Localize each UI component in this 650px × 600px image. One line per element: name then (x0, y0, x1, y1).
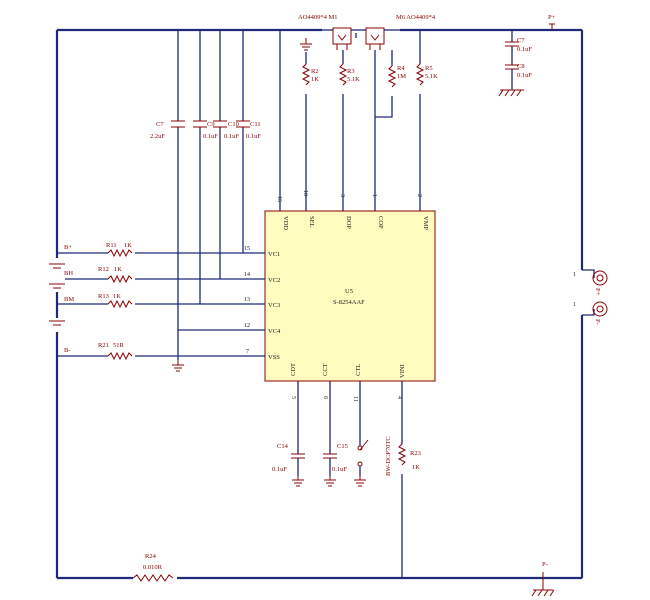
port-pos-label: P+ (594, 288, 601, 296)
ic-body (264, 210, 436, 382)
battery-stack (49, 248, 243, 361)
m1-label: AO4409*4 M1 (298, 14, 338, 21)
pin-num-1: 1 (371, 194, 377, 197)
c15-value: 0.1uF (332, 466, 347, 473)
pin-vdd: VDD (282, 216, 289, 230)
c11-label: C11 (250, 121, 261, 128)
pin-num-4: 4 (396, 396, 402, 399)
p-minus-ground (531, 572, 555, 597)
pin-num-11: 11 (352, 396, 358, 402)
c7-top-value: 0.1uF (517, 46, 532, 53)
pin-vc4: VC4 (268, 328, 281, 335)
pin-num-10: 10 (302, 190, 308, 196)
ground-symbol (300, 38, 312, 51)
pin-num-12: 12 (244, 323, 250, 329)
pin-num-5: 5 (290, 396, 296, 399)
pin-num-2: 2 (416, 194, 422, 197)
p-plus-top-label: P+ (548, 14, 556, 21)
port-pin-1b: 1 (573, 302, 576, 308)
mosfet-pair (322, 26, 400, 50)
bh-label: BH (64, 270, 73, 277)
pin-sel: SEL (308, 216, 315, 228)
r3-value: 5.1K (347, 76, 360, 83)
c14-value: 0.1uF (272, 466, 287, 473)
r3-label: R3 (347, 68, 355, 75)
ic-part: S-8254AAF (333, 299, 365, 306)
pin-vini: VINI (399, 364, 406, 378)
pin-ctl: CTL (355, 364, 362, 376)
pin-cct: CCT (322, 363, 329, 376)
r12-value: 1K (114, 266, 122, 273)
r2-value: 1K (311, 76, 319, 83)
pin-num-13: 13 (244, 297, 250, 303)
c8-value: 0.1uF (517, 72, 532, 79)
r5-value: 5.1K (425, 73, 438, 80)
port-pin-1a: 1 (573, 272, 576, 278)
c11-value: 0.1uF (246, 133, 261, 140)
pin-num-3: 3 (339, 194, 345, 197)
r21-label: R21 (98, 342, 109, 349)
ic-left-pins (178, 252, 265, 357)
p-plus-top-marker (549, 23, 555, 30)
output-ports (582, 269, 608, 317)
pin-vc3: VC3 (268, 302, 280, 309)
c10-value: 0.1uF (224, 133, 239, 140)
left-caps (171, 30, 250, 372)
pin-vc1: VC1 (268, 251, 280, 258)
c9-value: 0.1uF (203, 133, 218, 140)
pin-dop: DOP (345, 216, 352, 229)
r5-label: R5 (425, 65, 433, 72)
switch-label: BW-DCP70TC (385, 436, 392, 476)
bminus-label: B- (64, 347, 71, 354)
pin-num-16: 16 (276, 196, 282, 202)
pin-vc2: VC2 (268, 277, 280, 284)
pin-vss: VSS (268, 354, 280, 361)
pin-cdt: CDT (290, 363, 297, 376)
c8-label: C8 (517, 63, 525, 70)
r13-value: 1K (113, 293, 121, 300)
pin-num-6: 6 (322, 396, 328, 399)
r12-label: R12 (98, 266, 109, 273)
top-resistors (279, 30, 425, 211)
p-minus-label: P- (542, 561, 548, 568)
port-neg-label: P- (594, 319, 601, 325)
r24-value: 0.010R (143, 564, 163, 571)
r24-label: R24 (145, 553, 157, 560)
r11-value: 1K (124, 242, 132, 249)
r21-value: 51R (113, 342, 125, 349)
pin-vmp: VMP (422, 216, 429, 230)
r23-label: R23 (410, 450, 421, 457)
r11-label: R11 (106, 242, 117, 249)
r4-value: 1M (397, 73, 406, 80)
top-right-caps (498, 30, 524, 97)
r13-label: R13 (98, 293, 109, 300)
ic-ref: U5 (345, 288, 353, 295)
c14-label: C14 (277, 443, 289, 450)
c7-value: 2.2uF (150, 133, 165, 140)
c10-label: C10 (228, 121, 239, 128)
pin-cop: COP (377, 216, 384, 229)
m6-label: M6 AO4409*4 (396, 14, 436, 21)
r24-resistor (132, 573, 177, 583)
c9-label: C9 (207, 121, 215, 128)
bottom-circuit (291, 381, 407, 578)
pin-num-15: 15 (244, 246, 250, 252)
bplus-label: B+ (64, 244, 72, 251)
c7-label: C7 (156, 121, 164, 128)
r2-label: R2 (311, 68, 319, 75)
r23-value: 1K (412, 464, 420, 471)
bm-label: BM (64, 296, 74, 303)
pin-num-7: 7 (246, 349, 249, 355)
c7-top-label: C7 (517, 37, 525, 44)
pin-num-14: 14 (244, 272, 250, 278)
c15-label: C15 (337, 443, 348, 450)
r4-label: R4 (397, 65, 405, 72)
